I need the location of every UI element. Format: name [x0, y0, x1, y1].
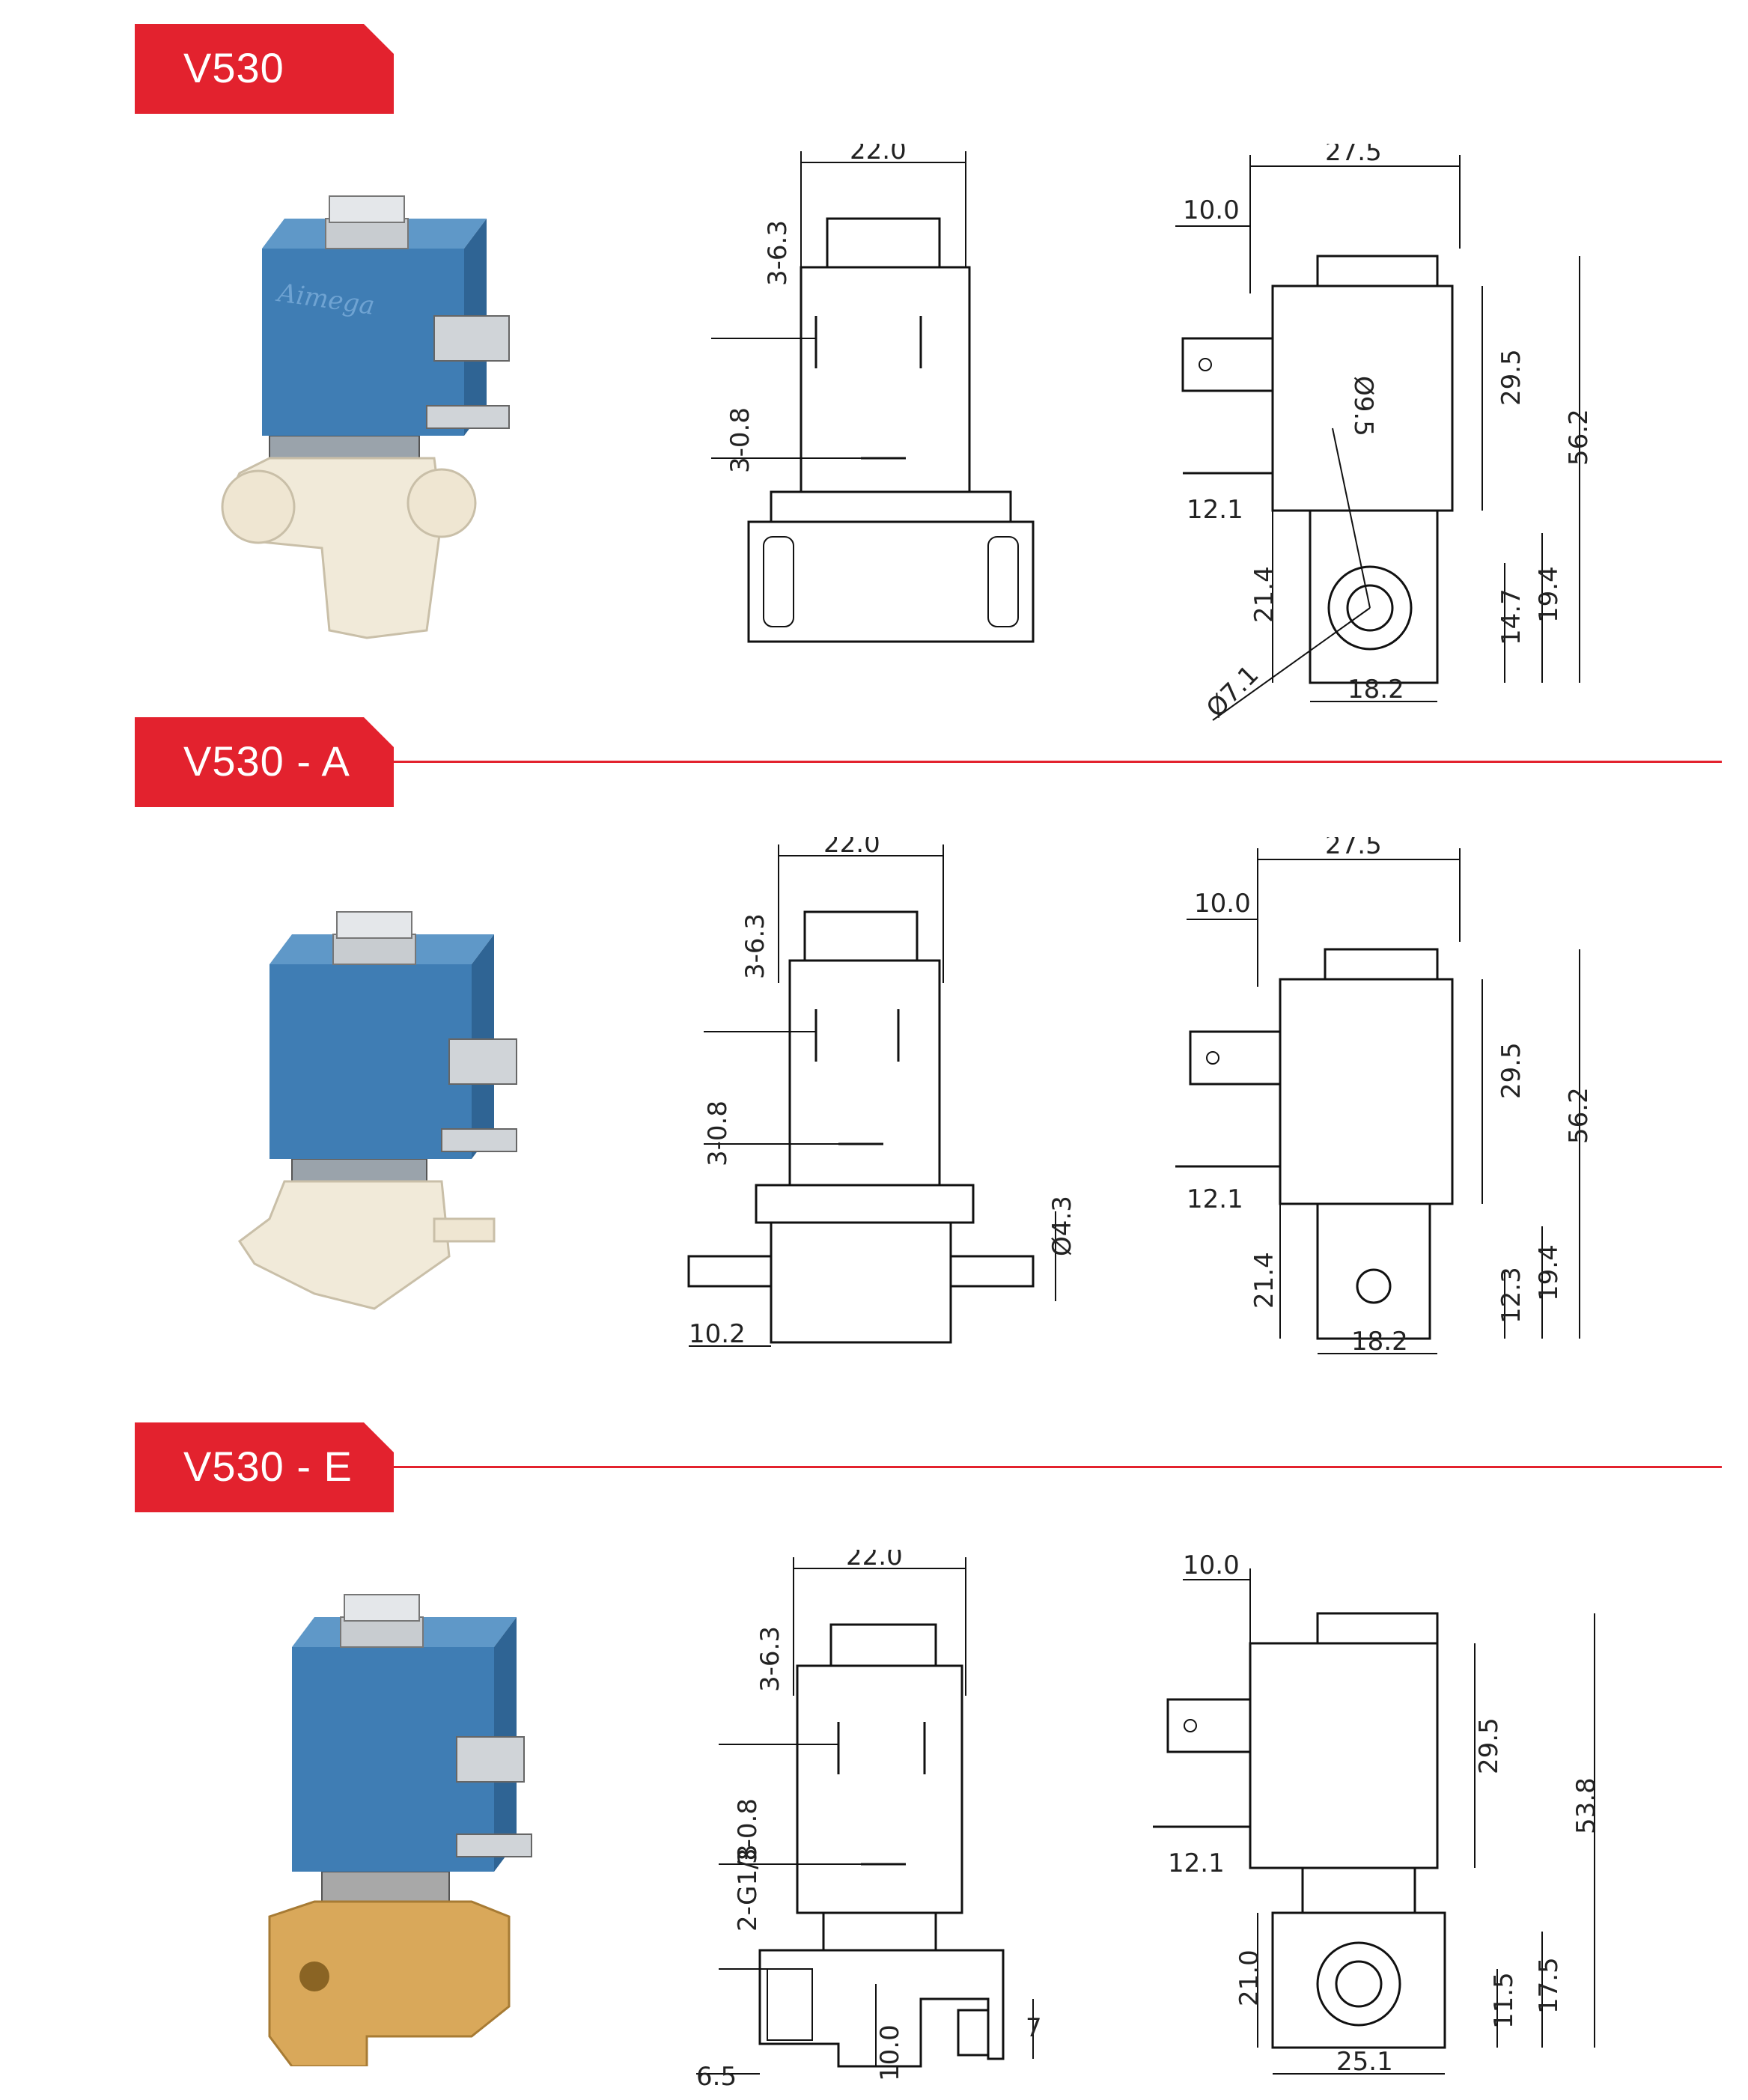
dim-side-width: 27.5	[1325, 144, 1382, 167]
dim-offset: 10.0	[1183, 195, 1240, 225]
side-drawing: 27.5 10.0 12.1 29.5 56.2 21.4 12.3 19.4 …	[1175, 837, 1594, 1357]
section-rule	[394, 761, 1722, 763]
dim-base: 25.1	[1336, 2047, 1393, 2077]
model-tag: V530 - A	[135, 717, 394, 807]
dim-port-a: 14.7	[1496, 588, 1526, 645]
dim-height: 56.2	[1564, 1087, 1594, 1144]
dim-side-width: 27.5	[1325, 837, 1382, 860]
dim-port-b: 19.4	[1534, 566, 1564, 623]
dim-tab: 3-0.8	[703, 1101, 733, 1166]
dim-tab: 3-0.8	[725, 407, 755, 473]
dim-bore: Ø9.5	[1348, 376, 1378, 436]
dim-spigot: 10.2	[689, 1319, 746, 1349]
dim-coil: 29.5	[1474, 1717, 1504, 1774]
dim-offset: 10.0	[1183, 1550, 1240, 1580]
dim-body: 21.4	[1249, 566, 1279, 623]
dim-terminal-x: 12.1	[1168, 1848, 1225, 1878]
front-drawing: 22.0 3-6.3 3-0.8 2-G1/8 6.5 10.0 7	[696, 1550, 1042, 2089]
dim-terminal-x: 12.1	[1187, 1184, 1243, 1214]
dim-terminal-x: 12.1	[1187, 495, 1243, 525]
dim-width: 22.0	[846, 1550, 903, 1571]
dim-base: 18.2	[1351, 1327, 1408, 1357]
dim-port-b: 17.5	[1534, 1957, 1564, 2014]
dim-width: 22.0	[823, 837, 880, 859]
dim-offset: 6.5	[696, 2062, 737, 2089]
product-photo	[268, 1594, 532, 2066]
dim-height: 53.8	[1571, 1777, 1601, 1834]
dim-width: 22.0	[850, 144, 907, 165]
dim-port-b: 19.4	[1534, 1244, 1564, 1301]
dim-coil: 29.5	[1496, 349, 1526, 406]
section-v530-e: V530 - E 22.0 3-6.3 3-0.8 2-G1/8 6.5	[0, 1422, 1748, 2096]
section-v530: V530 Aimega 22.0 3-6.3 3-0.8	[0, 24, 1748, 724]
model-tag: V530 - E	[135, 1422, 394, 1512]
dim-offset: 10.0	[1194, 889, 1251, 919]
section-rule	[394, 1466, 1722, 1468]
side-drawing: 27.5 10.0 12.1 Ø9.5 29.5 56.2 21.4 14.7 …	[1175, 144, 1594, 724]
model-title: V530 - A	[183, 737, 350, 785]
product-photo: Aimega	[221, 195, 510, 639]
dim-thread: 2-G1/8	[733, 1845, 763, 1932]
front-drawing: 22.0 Ø4.3 10.2 3-6.3 3-0.8	[687, 837, 1077, 1349]
dim-base: 18.2	[1347, 675, 1404, 704]
dim-inlet: Ø7.1	[1201, 660, 1264, 723]
dim-terminal: 3-6.3	[740, 913, 770, 979]
dim-body: 21.4	[1249, 1252, 1279, 1309]
dim-body: 21.0	[1234, 1950, 1264, 2006]
dim-port-a: 11.5	[1489, 1972, 1519, 2029]
model-title: V530 - E	[183, 1443, 353, 1490]
product-photo	[237, 911, 517, 1310]
dim-foot: 7	[1026, 2013, 1042, 2043]
dim-hose: Ø4.3	[1047, 1196, 1077, 1256]
dim-terminal: 3-6.3	[763, 220, 793, 286]
dim-terminal: 3-6.3	[755, 1626, 785, 1692]
dim-coil: 29.5	[1496, 1042, 1526, 1099]
section-v530-a: V530 - A 22.0 Ø4.3 10.2 3-6.3 3-0.8	[0, 717, 1748, 1391]
model-title: V530	[183, 44, 284, 91]
front-drawing: 22.0 3-6.3 3-0.8	[711, 144, 1035, 643]
dim-tab: 3-0.8	[733, 1798, 763, 1864]
model-tag: V530	[135, 24, 394, 114]
side-drawing: 10.0 12.1 29.5 53.8 21.0 11.5 17.5 25.1	[1153, 1550, 1601, 2077]
dim-height: 56.2	[1564, 409, 1594, 466]
dim-port-a: 12.3	[1496, 1267, 1526, 1324]
dim-depth: 10.0	[875, 2024, 905, 2081]
